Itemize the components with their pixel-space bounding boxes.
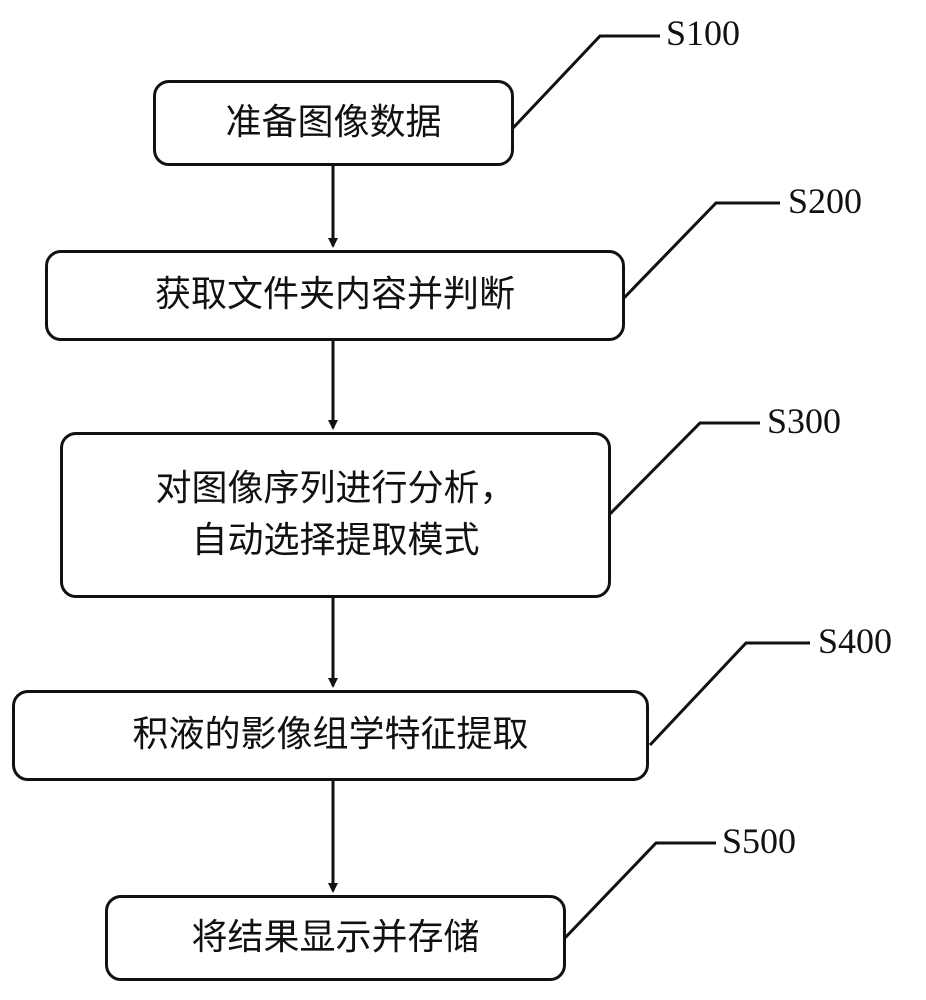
step-box-s500: 将结果显示并存储: [105, 895, 566, 981]
step-box-s200: 获取文件夹内容并判断: [45, 250, 625, 341]
leader-s300: [600, 421, 760, 524]
step-label-s500: S500: [722, 821, 797, 861]
step-label-s200: S200: [788, 181, 863, 221]
step-label-s400: S400: [818, 621, 893, 661]
step-text: 获取文件夹内容并判断: [154, 274, 515, 316]
leader-s100: [511, 34, 660, 130]
step-label-s100: S100: [666, 13, 741, 53]
step-text-line-1: 对图像序列进行分析，: [155, 467, 516, 509]
step-text: 积液的影像组学特征提取: [132, 714, 529, 756]
step-text-line-2: 自动选择提取模式: [191, 520, 480, 561]
step-box-s400: 积液的影像组学特征提取: [12, 690, 649, 781]
step-text: 将结果显示并存储: [191, 916, 480, 958]
leader-s500: [561, 841, 716, 942]
step-label-s300: S300: [767, 401, 842, 441]
step-box-s300: 对图像序列进行分析， 自动选择提取模式: [60, 432, 611, 598]
step-text: 准备图像数据: [225, 101, 442, 143]
leader-s400: [648, 641, 810, 747]
step-box-s100: 准备图像数据: [153, 80, 514, 166]
leader-s200: [620, 201, 780, 302]
